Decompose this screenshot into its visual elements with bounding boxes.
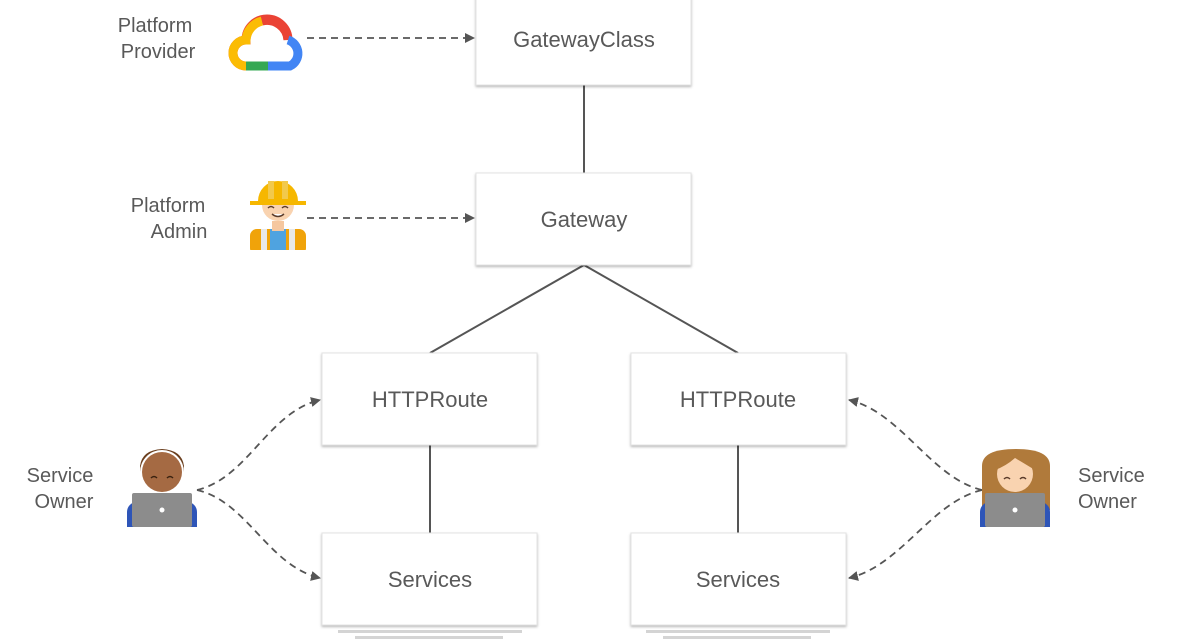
- node-httproute-left[interactable]: HTTPRoute: [321, 352, 538, 446]
- google-cloud-icon: [228, 14, 303, 71]
- role-service-owner-left-line2: Owner: [35, 491, 94, 513]
- node-httproute-right[interactable]: HTTPRoute: [630, 352, 847, 446]
- role-platform-provider-line2: Provider: [121, 41, 196, 63]
- node-gateway-label: Gateway: [541, 207, 628, 232]
- developer-laptop-icon-right: [980, 449, 1050, 527]
- role-platform-admin-line1: Platform: [131, 195, 205, 217]
- hierarchy-edges: [429, 85, 739, 533]
- role-platform-admin-line2: Admin: [151, 221, 208, 243]
- developer-laptop-icon-left: [127, 449, 197, 527]
- node-httproute-right-label: HTTPRoute: [680, 387, 796, 412]
- node-gatewayclass[interactable]: GatewayClass: [475, 0, 692, 86]
- edge-gateway-httproute-right: [583, 264, 739, 354]
- role-label-service-owner-right: Service Owner: [1078, 465, 1145, 513]
- node-gateway[interactable]: Gateway: [475, 172, 692, 266]
- construction-worker-icon: [250, 181, 306, 250]
- node-gatewayclass-label: GatewayClass: [513, 27, 655, 52]
- arrow-owner-right-to-services: [848, 489, 983, 581]
- arrow-owner-left-to-services: [196, 489, 321, 581]
- role-service-owner-right-line2: Owner: [1078, 491, 1137, 513]
- role-service-owner-right-line1: Service: [1078, 465, 1145, 487]
- role-service-owner-left-line1: Service: [27, 465, 94, 487]
- node-services-right-label: Services: [696, 567, 780, 592]
- role-label-platform-admin: Platform Admin: [131, 195, 208, 243]
- services-stack-decoration: [338, 630, 830, 639]
- node-services-left-label: Services: [388, 567, 472, 592]
- node-httproute-left-label: HTTPRoute: [372, 387, 488, 412]
- arrow-owner-left-to-httproute: [196, 397, 321, 491]
- role-arrows: [196, 33, 983, 581]
- role-label-service-owner-left: Service Owner: [27, 465, 94, 513]
- node-services-left[interactable]: Services: [321, 532, 538, 626]
- arrow-owner-right-to-httproute: [848, 397, 983, 491]
- role-label-platform-provider: Platform Provider: [118, 15, 196, 63]
- node-services-right[interactable]: Services: [630, 532, 847, 626]
- edge-gateway-httproute-left: [429, 264, 585, 354]
- role-platform-provider-line1: Platform: [118, 15, 192, 37]
